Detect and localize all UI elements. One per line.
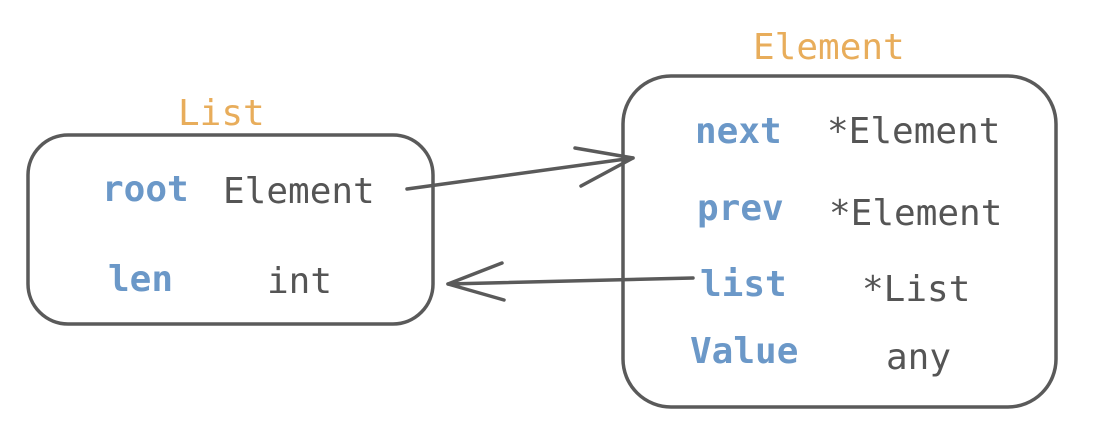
list-field-root-type: Element [223,171,375,212]
element-field-prev-name: prev [697,188,784,229]
element-title: Element [753,27,905,68]
element-field-list-name: list [700,264,787,305]
list-field-len-name: len [108,259,173,300]
element-field-next-type: *Element [827,111,1000,152]
element-field-next-name: next [695,111,782,152]
list-box [26,133,435,326]
arrow-root-to-element [405,146,635,191]
list-field-root-name: root [102,169,189,210]
arrow-list-to-list [446,261,695,302]
element-field-value-name: Value [690,331,798,372]
list-title: List [178,93,265,134]
list-field-len-type: int [267,261,332,302]
element-box [621,74,1058,409]
element-field-list-type: *List [862,269,970,310]
element-field-prev-type: *Element [829,193,1002,234]
element-field-value-type: any [886,337,951,378]
